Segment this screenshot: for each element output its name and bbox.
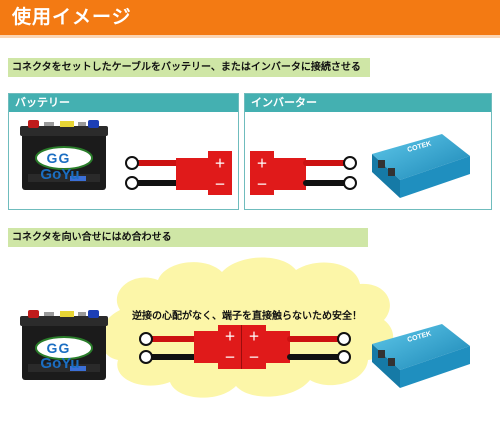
black-terminal-ring — [139, 350, 153, 364]
black-terminal-ring — [343, 176, 357, 190]
connector-face — [208, 151, 232, 195]
connector-face — [250, 151, 274, 195]
step2-label: コネクタを向い合せにはめ合わせる — [8, 228, 368, 247]
header-divider — [0, 35, 500, 38]
red-terminal-ring — [125, 156, 139, 170]
connector-plus-label: ＋ — [225, 330, 236, 343]
red-terminal-ring — [337, 332, 351, 346]
connector-face — [218, 325, 242, 369]
connector-housing — [264, 331, 290, 363]
battery-brand: GoYu — [40, 355, 79, 372]
connector-minus-label: － — [215, 178, 226, 191]
connector-housing — [194, 331, 220, 363]
connector-plus-label: ＋ — [249, 330, 260, 343]
connector-housing — [176, 158, 210, 190]
safety-message: 逆接の心配がなく、端子を直接触らないため安全！ — [132, 311, 362, 322]
red-terminal-ring — [343, 156, 357, 170]
connector-plus-label: ＋ — [215, 157, 226, 170]
connector-minus-label: － — [249, 351, 260, 364]
connector-housing — [272, 158, 306, 190]
connector-minus-label: － — [225, 351, 236, 364]
red-terminal-ring — [139, 332, 153, 346]
connector-plus-label: ＋ — [257, 157, 268, 170]
battery-brand: GoYu — [40, 166, 79, 183]
inverter-panel: インバーター — [244, 93, 492, 210]
battery-panel: バッテリー — [8, 93, 239, 210]
black-terminal-ring — [125, 176, 139, 190]
connector-face — [242, 325, 266, 369]
page-title: 使用イメージ — [0, 0, 500, 35]
black-terminal-ring — [337, 350, 351, 364]
connector-minus-label: － — [257, 178, 268, 191]
battery-panel-title: バッテリー — [9, 94, 238, 112]
inverter-panel-title: インバーター — [245, 94, 491, 112]
step1-label: コネクタをセットしたケーブルをバッテリー、またはインバータに接続させる — [8, 58, 370, 77]
